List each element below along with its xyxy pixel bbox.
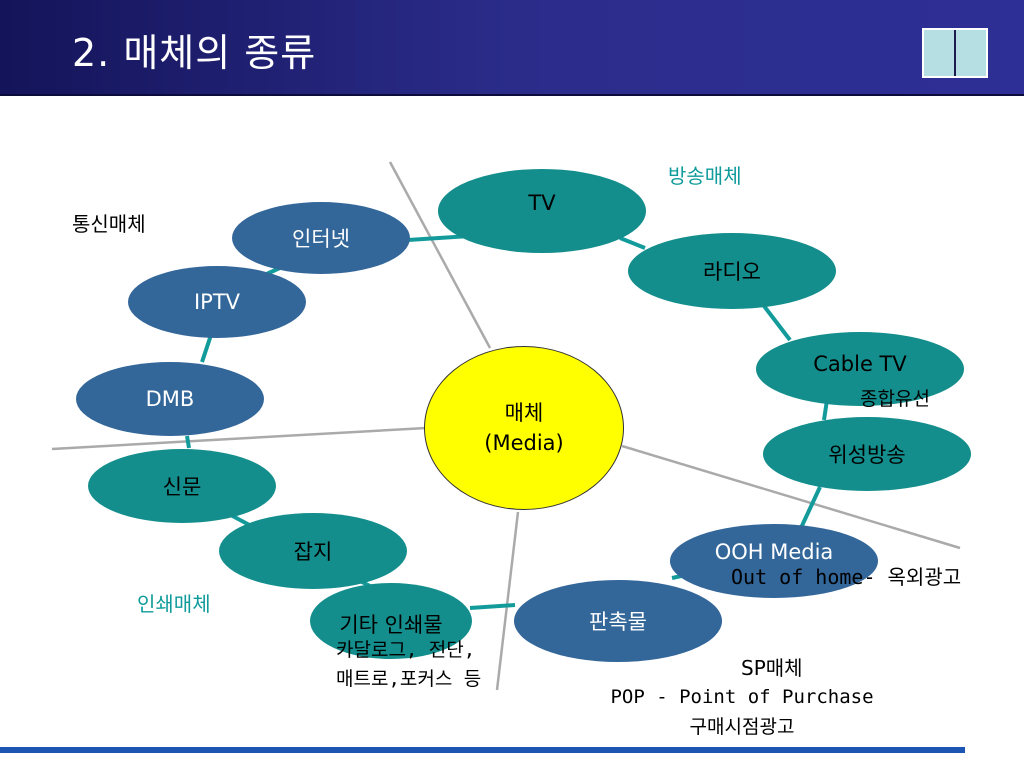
node-tv: TV <box>438 169 646 253</box>
category-print: 인쇄매체 <box>137 592 211 616</box>
note-pop-line2: 구매시점광고 <box>689 716 795 738</box>
node-ooh-media: OOH Media <box>670 524 878 598</box>
node-tv-label: TV <box>528 191 556 215</box>
node-iptv-label: IPTV <box>193 290 241 314</box>
center-node-media: 매체 (Media) <box>424 346 624 510</box>
note-cable: 종합유선 <box>860 388 930 410</box>
node-magazine-label: 잡지 <box>293 540 333 564</box>
node-internet: 인터넷 <box>232 202 410 274</box>
divider-line-top <box>388 161 492 349</box>
bottom-bar <box>0 747 965 753</box>
node-iptv: IPTV <box>128 266 306 338</box>
node-promo-goods-label: 판촉물 <box>589 610 647 634</box>
node-satellite: 위성방송 <box>763 417 971 491</box>
node-cable-tv: Cable TV <box>756 332 964 406</box>
connector-newspaper-dmb <box>185 435 191 449</box>
divider-line-bottom <box>495 511 520 691</box>
node-newspaper-label: 신문 <box>162 475 202 499</box>
header-bar: 2. 매체의 종류 <box>0 0 1024 96</box>
connector-satellite-ooh <box>798 486 822 531</box>
logo-right-panel <box>954 30 986 76</box>
logo-icon <box>922 28 988 78</box>
note-pop-line1: POP - Point of Purchase <box>610 686 874 708</box>
node-dmb-label: DMB <box>145 387 195 411</box>
node-cable-tv-label: Cable TV <box>813 352 907 376</box>
center-node-sublabel: (Media) <box>484 431 564 455</box>
page-title: 2. 매체의 종류 <box>72 31 317 75</box>
divider-line-left <box>51 426 427 451</box>
node-other-print-label: 기타 인쇄물 <box>339 613 443 637</box>
node-satellite-label: 위성방송 <box>828 443 906 467</box>
note-ooh: Out of home- 옥외광고 <box>731 565 962 589</box>
connector-promo-other <box>469 603 516 610</box>
category-broadcast: 방송매체 <box>668 164 742 188</box>
node-ooh-media-label: OOH Media <box>714 540 834 564</box>
node-magazine: 잡지 <box>219 513 407 589</box>
category-communication: 통신매체 <box>72 212 146 236</box>
node-radio: 라디오 <box>628 233 836 309</box>
node-radio-label: 라디오 <box>703 260 761 284</box>
connector-tv-radio <box>619 236 646 250</box>
category-sp: SP매체 <box>741 656 803 680</box>
divider-line-right <box>621 444 961 550</box>
connector-radio-cable <box>762 304 792 342</box>
note-print-line2: 매트로,포커스 등 <box>336 668 482 690</box>
node-promo-goods: 판촉물 <box>514 580 722 662</box>
node-newspaper: 신문 <box>88 449 276 523</box>
node-internet-label: 인터넷 <box>292 227 350 251</box>
center-node-label: 매체 <box>504 401 544 425</box>
node-dmb: DMB <box>76 362 264 436</box>
logo-left-panel <box>924 30 954 76</box>
note-print-line1: 카달로그, 전단, <box>336 639 476 661</box>
node-other-print: 기타 인쇄물 <box>310 583 472 659</box>
